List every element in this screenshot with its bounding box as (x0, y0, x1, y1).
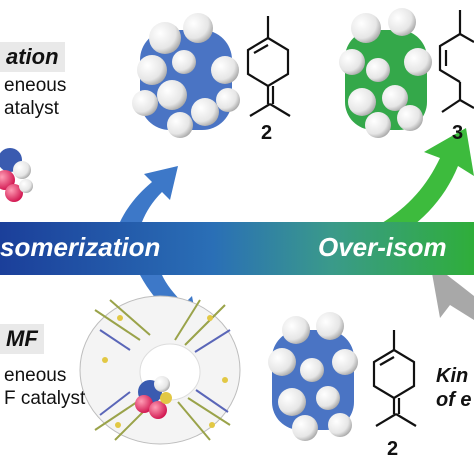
structure-2-top (246, 16, 291, 117)
isomerization-band (0, 222, 474, 275)
homogeneous-desc-line2: atalyst (4, 98, 59, 119)
compound-label-2-top: 2 (261, 122, 273, 144)
mof-framework (79, 295, 241, 445)
molecule-3-model (339, 8, 432, 138)
structure-2-bottom (372, 330, 417, 427)
molecule-2-bottom-model (268, 312, 358, 441)
homogeneous-header: ation (0, 42, 65, 72)
mof-desc-line1: eneous (4, 365, 67, 386)
over-isomerization-label: Over-isom (318, 232, 447, 262)
compound-label-2-bottom: 2 (387, 438, 399, 460)
kinetic-note-line1: Kin (436, 365, 469, 387)
isomerization-label: somerization (0, 232, 161, 262)
blue-arrow-up (120, 166, 178, 222)
mof-desc-line2: F catalyst (4, 388, 86, 409)
molecule-2-top-model (132, 13, 240, 138)
homogeneous-catalyst-model (0, 148, 33, 202)
homogeneous-desc-line1: eneous (4, 75, 67, 96)
structure-3 (438, 10, 474, 113)
mof-catalyst-model (135, 376, 172, 419)
mof-header: MF (0, 324, 44, 354)
gray-arrow (430, 262, 474, 320)
compound-label-3: 3 (452, 122, 464, 144)
kinetic-note-line2: of e (436, 389, 472, 411)
